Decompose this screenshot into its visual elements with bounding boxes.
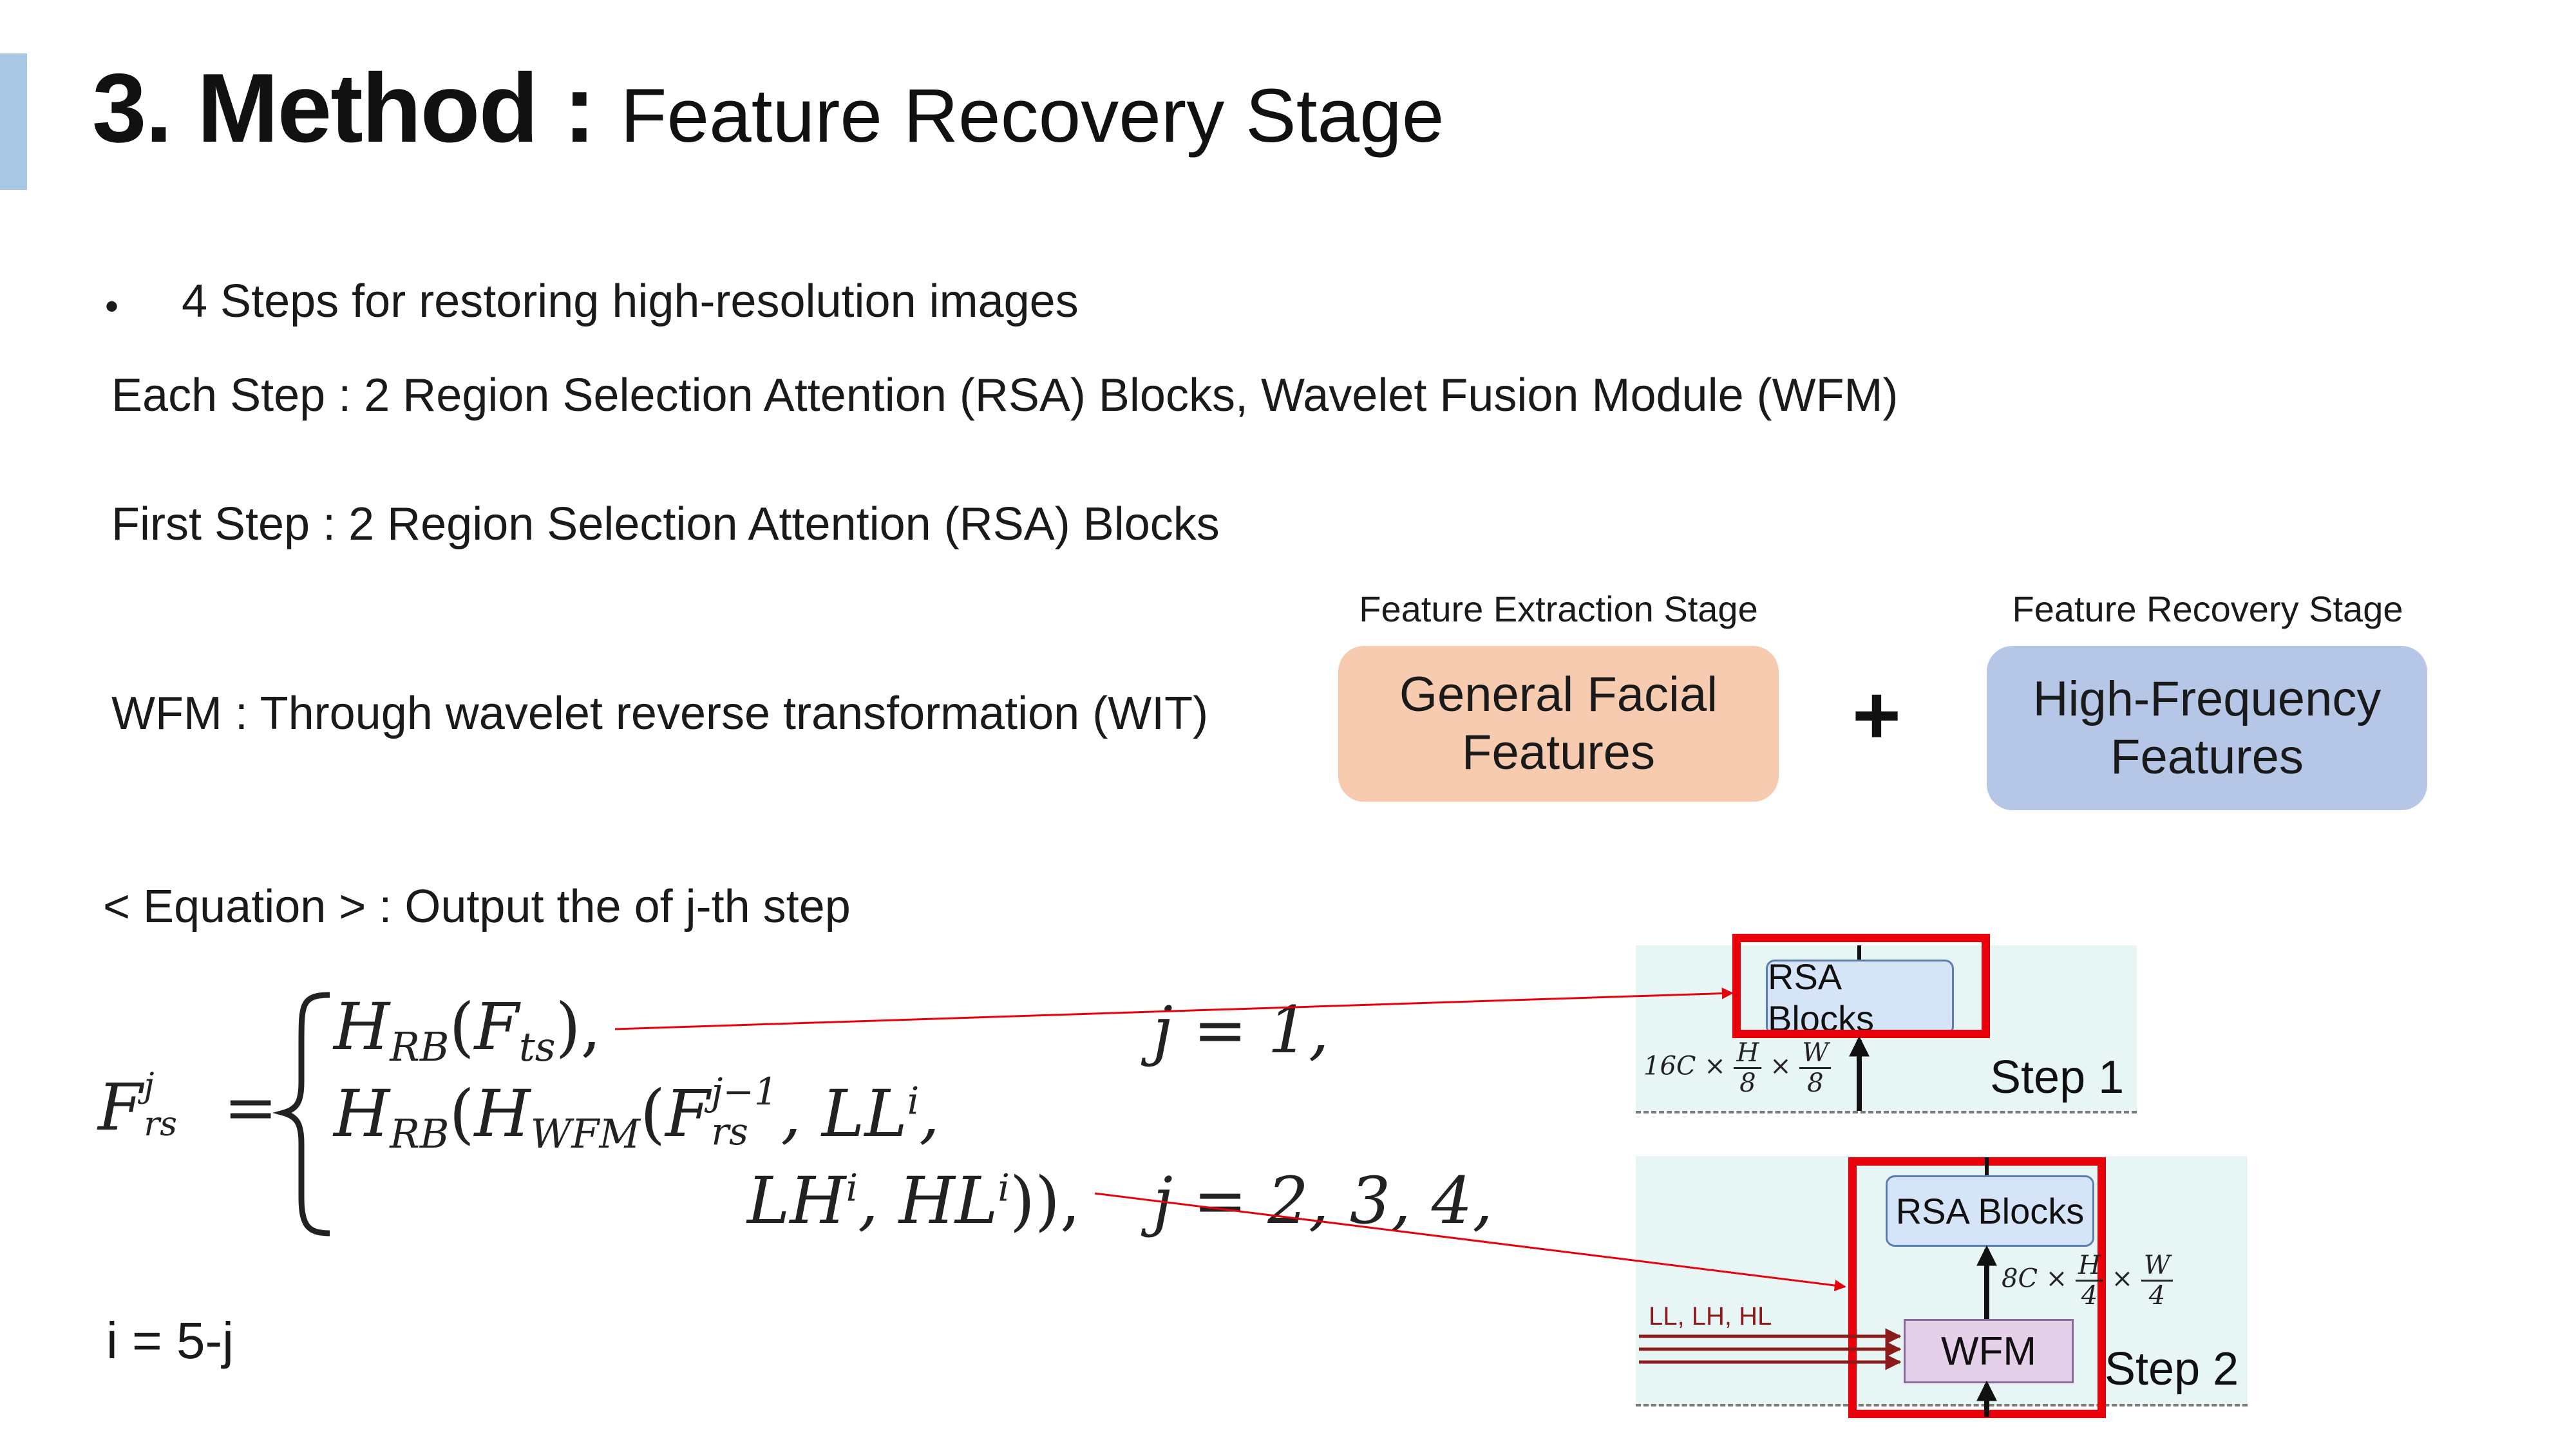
recovery-box-line2: Features [2110,729,2304,784]
step2-inputs-label: LL, LH, HL [1649,1302,1772,1331]
plus-sign: + [1852,668,1901,762]
title-sub: Feature Recovery Stage [620,73,1444,158]
recovery-stage-label: Feature Recovery Stage [2012,589,2403,629]
wfm-line: WFM : Through wavelet reverse transforma… [111,688,1209,739]
step1-rsa-blocks: RSA Blocks [1766,956,1954,1039]
equation-row1-condition: j = 1, [1153,992,1329,1068]
first-step-line: First Step : 2 Region Selection Attentio… [111,498,1220,550]
accent-bar [0,53,27,190]
recovery-box-line1: High-Frequency [2032,671,2382,726]
step2-label: Step 2 [2105,1343,2239,1395]
bullet-text: 4 Steps for restoring high-resolution im… [182,276,1079,327]
step1-highlight-box [1732,934,1990,1038]
step2-rsa-blocks: RSA Blocks [1886,1175,2094,1247]
equation-row3-condition: j = 2, 3, 4, [1153,1163,1493,1238]
equation-row1: HRB(Fts), [334,989,601,1070]
equation-label: < Equation > : Output the of j-th step [103,881,851,933]
equation-row3: LHi, HLi)), [747,1163,1081,1238]
bullet-symbol: • [105,285,119,328]
each-step-line: Each Step : 2 Region Selection Attention… [111,370,1899,421]
slide-title: 3. Method : Feature Recovery Stage [92,59,1444,157]
step1-dashed-line [1636,1111,2137,1113]
extraction-box-line1: General Facial [1399,667,1718,723]
extraction-stage-label: Feature Extraction Stage [1359,589,1758,629]
step1-label: Step 1 [1990,1052,2125,1103]
title-main: 3. Method : [92,53,621,163]
i-equation: i = 5-j [106,1312,234,1369]
step2-dashed-line [1636,1404,2248,1406]
step2-highlight-box [1848,1157,2106,1418]
extraction-box-line2: Features [1462,725,1655,780]
